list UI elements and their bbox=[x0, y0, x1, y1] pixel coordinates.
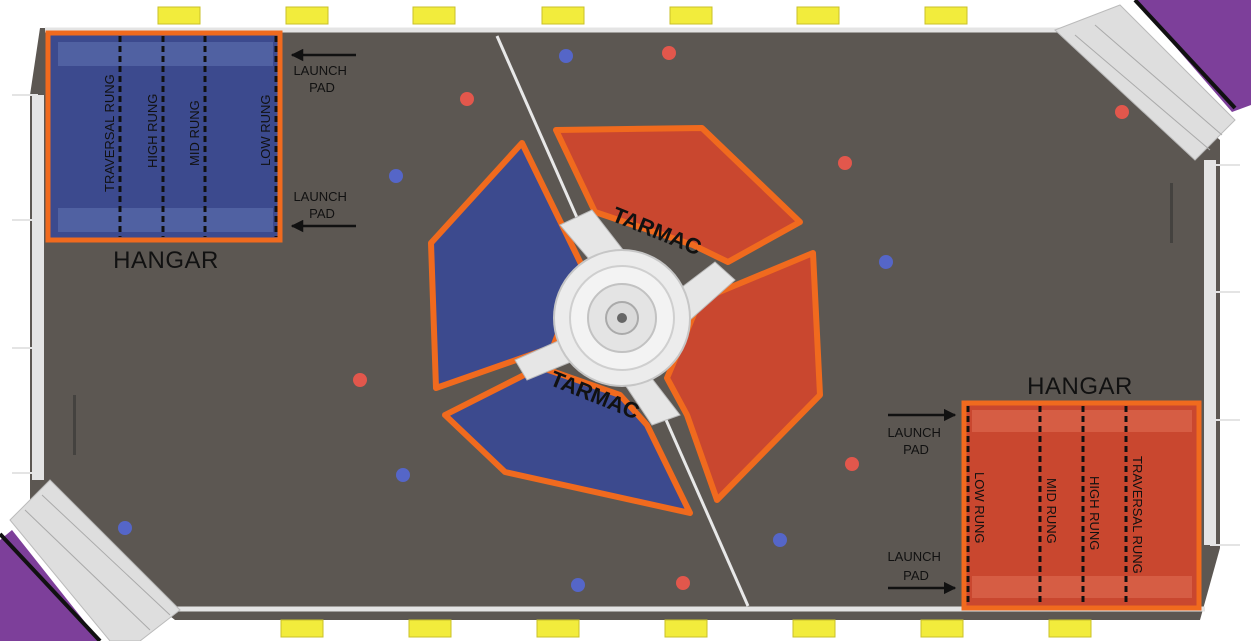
cargo-ball-icon bbox=[662, 46, 676, 60]
rung-mid-label: MID RUNG bbox=[1044, 478, 1059, 544]
cargo-ball-icon bbox=[571, 578, 585, 592]
rung-high-label: HIGH RUNG bbox=[1087, 476, 1102, 550]
hangar-red: LOW RUNG MID RUNG HIGH RUNG TRAVERSAL RU… bbox=[961, 400, 1202, 611]
cargo-ball-icon bbox=[118, 521, 132, 535]
cargo-ball-icon bbox=[389, 169, 403, 183]
launch-pad-label-4: LAUNCH PAD bbox=[887, 549, 944, 583]
cargo-ball-icon bbox=[396, 468, 410, 482]
cargo-ball-icon bbox=[773, 533, 787, 547]
cargo-ball-icon bbox=[353, 373, 367, 387]
cargo-ball-icon bbox=[879, 255, 893, 269]
guardrails bbox=[12, 27, 1240, 612]
launch-pad-label-1: LAUNCH PAD bbox=[293, 63, 350, 95]
tarmac-red-right bbox=[664, 250, 823, 503]
rung-low-label: LOW RUNG bbox=[258, 95, 273, 167]
cargo-ball-icon bbox=[460, 92, 474, 106]
hangar-blue-title: HANGAR bbox=[113, 247, 219, 274]
cargo-ball-icon bbox=[838, 156, 852, 170]
rung-high-label: HIGH RUNG bbox=[145, 94, 160, 168]
launch-pad-label-3: LAUNCH PAD bbox=[887, 425, 944, 457]
purple-corner-top-right bbox=[1135, 0, 1251, 112]
alliance-wall-bottom-left bbox=[9, 479, 181, 641]
launch-pad-label-2: LAUNCH PAD bbox=[293, 189, 350, 221]
yellow-markers bbox=[157, 6, 1092, 638]
rung-mid-label: MID RUNG bbox=[187, 100, 202, 166]
hangar-blue: TRAVERSAL RUNG HIGH RUNG MID RUNG LOW RU… bbox=[45, 30, 283, 243]
rung-traversal-label: TRAVERSAL RUNG bbox=[1130, 456, 1145, 574]
rung-traversal-label: TRAVERSAL RUNG bbox=[102, 74, 117, 192]
cargo-ball-icon bbox=[845, 457, 859, 471]
cargo-ball-icon bbox=[1115, 105, 1129, 119]
alliance-wall-top-right bbox=[1054, 4, 1236, 161]
rung-low-label: LOW RUNG bbox=[972, 472, 987, 544]
hub bbox=[514, 209, 736, 426]
cargo-ball-icon bbox=[559, 49, 573, 63]
cargo-balls bbox=[118, 46, 1129, 592]
cargo-ball-icon bbox=[676, 576, 690, 590]
hangar-red-title: HANGAR bbox=[1027, 373, 1133, 400]
tarmac-red-top bbox=[553, 125, 803, 265]
